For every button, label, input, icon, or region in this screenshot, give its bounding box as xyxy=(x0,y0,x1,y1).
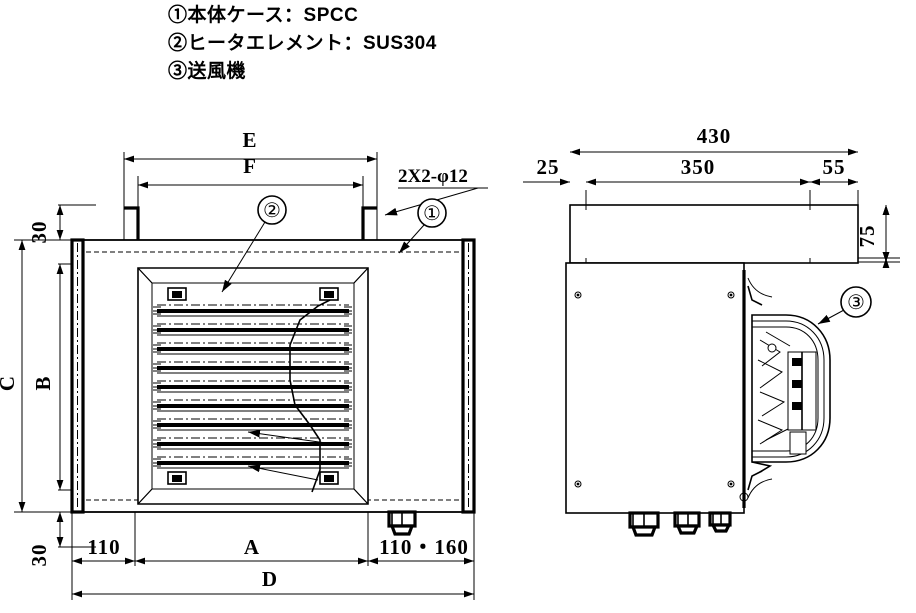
dim-B-label: B xyxy=(31,375,55,390)
dim-75: 75 xyxy=(855,205,890,268)
balloon-case: ① xyxy=(398,198,447,254)
dim-25-label: 25 xyxy=(537,155,560,179)
front-view-cable-gland xyxy=(387,510,417,536)
heater-mount-brackets-top xyxy=(167,287,339,301)
material-notes: ①本体ケース：SPCC ②ヒータエレメント：SUS304 ③送風機 xyxy=(168,2,588,86)
material-note-3: ③送風機 xyxy=(168,61,247,82)
heater-fin-rows xyxy=(157,304,349,469)
dim-C-label: C xyxy=(0,375,19,391)
front-view: E F 2X2-φ12 30 30 xyxy=(0,128,488,600)
dim-30-top-label: 30 xyxy=(27,221,51,244)
dim-E-label: E xyxy=(242,128,257,152)
dim-350-label: 350 xyxy=(681,155,716,179)
cable-gland-3 xyxy=(708,511,732,533)
fan-assembly xyxy=(742,270,831,508)
balloon-fan-label: ③ xyxy=(847,292,865,314)
dim-E: E xyxy=(124,128,377,163)
dim-110-left: 110 xyxy=(72,535,135,565)
dim-C: C xyxy=(0,240,26,512)
dim-25: 25 xyxy=(523,155,570,186)
side-view-cable-glands xyxy=(628,511,732,537)
balloon-case-label: ① xyxy=(423,203,441,225)
balloon-heater: ② xyxy=(221,195,287,293)
fan-motor xyxy=(787,351,817,455)
dim-110-160-right: 110・160 xyxy=(368,535,474,565)
heater-mount-brackets-bottom xyxy=(167,471,339,485)
dim-A-label: A xyxy=(244,535,260,559)
hole-note-label: 2X2-φ12 xyxy=(398,166,468,187)
dim-30-top: 30 xyxy=(27,205,64,244)
side-view-control-box xyxy=(565,262,749,514)
dim-F: F xyxy=(138,154,363,189)
dim-B: B xyxy=(31,264,64,490)
material-note-2: ②ヒータエレメント：SUS304 xyxy=(168,33,437,54)
dim-F-label: F xyxy=(243,154,257,178)
dim-110-left-label: 110 xyxy=(87,535,120,559)
dim-D-label: D xyxy=(262,567,278,591)
fan-impeller xyxy=(757,331,791,445)
dim-D: D xyxy=(72,567,474,598)
dim-A: A xyxy=(135,535,368,565)
heater-element xyxy=(137,267,369,505)
material-note-1: ①本体ケース：SPCC xyxy=(168,5,359,26)
dim-430: 430 xyxy=(570,124,858,156)
balloon-fan: ③ xyxy=(817,286,872,325)
dim-110-160-label: 110・160 xyxy=(379,535,469,559)
dim-430-label: 430 xyxy=(697,124,732,148)
dim-55: 55 xyxy=(810,155,858,186)
heater-tube-ends-left xyxy=(153,306,161,467)
dim-30-bottom-label: 30 xyxy=(27,544,51,567)
cable-gland-1 xyxy=(628,511,660,537)
balloon-heater-label: ② xyxy=(263,200,281,222)
side-view-top-flange xyxy=(569,204,859,264)
control-box-screws xyxy=(574,291,735,488)
dim-30-bottom: 30 xyxy=(27,512,64,567)
dim-350: 350 xyxy=(586,155,810,186)
dim-55-label: 55 xyxy=(823,155,846,179)
heater-tube-ends-right xyxy=(344,306,352,467)
cable-gland-2 xyxy=(673,511,701,535)
side-view: 430 25 350 55 75 xyxy=(523,124,900,537)
dim-75-label: 75 xyxy=(855,225,879,248)
